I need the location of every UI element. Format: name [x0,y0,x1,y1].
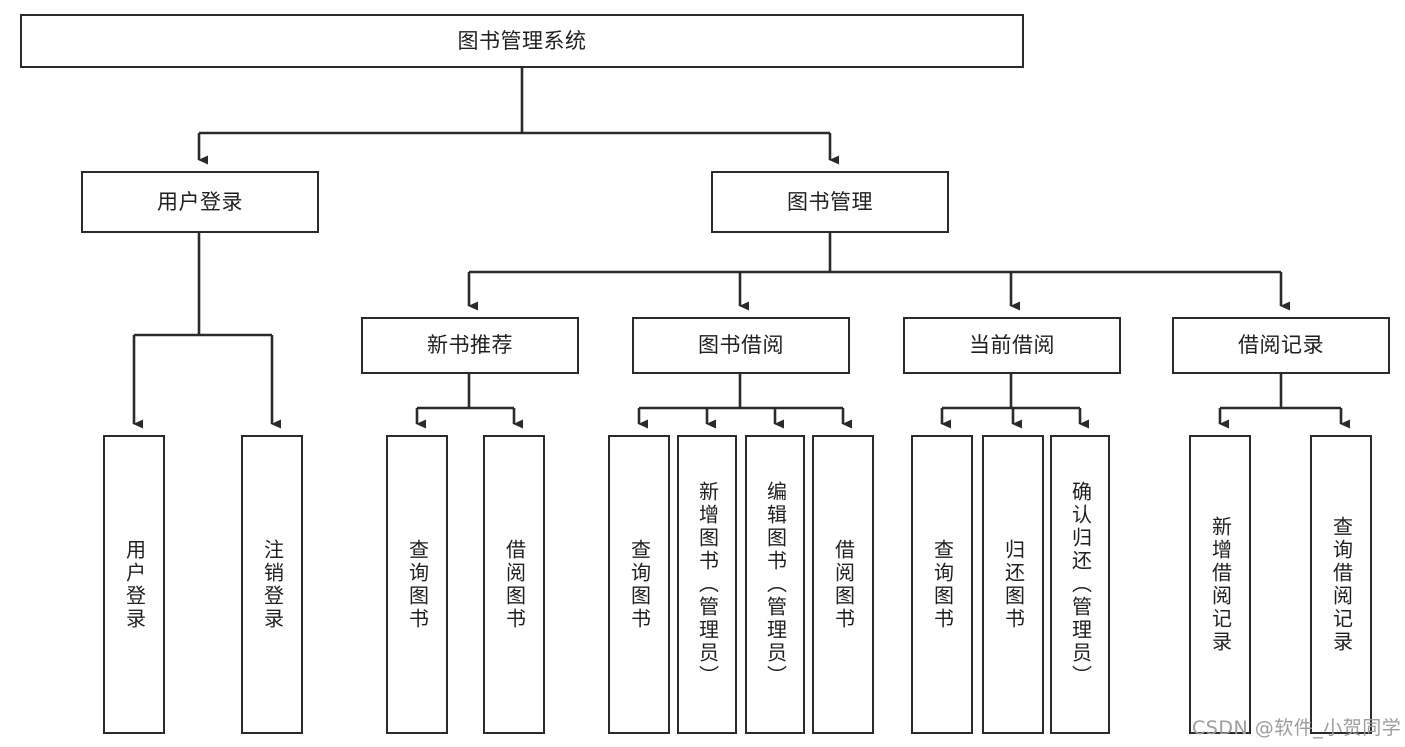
node-leaf-add-record[interactable]: 新增借阅记录 [1189,435,1251,734]
node-leaf-add-book[interactable]: 新增图书（管理员） [677,435,737,734]
node-leaf-borrow-book-2[interactable]: 借阅图书 [812,435,874,734]
node-leaf-confirm-return-label: 确认归还（管理员） [1068,481,1093,688]
node-root-label: 图书管理系统 [457,28,587,53]
node-leaf-borrow-book-2-label: 借阅图书 [831,538,856,631]
node-leaf-user-login-label: 用户登录 [122,538,147,631]
node-user-login[interactable]: 用户登录 [81,171,319,233]
node-leaf-confirm-return[interactable]: 确认归还（管理员） [1050,435,1110,734]
node-leaf-borrow-book-1[interactable]: 借阅图书 [483,435,545,734]
node-leaf-return-book[interactable]: 归还图书 [982,435,1044,734]
node-book-manage[interactable]: 图书管理 [711,171,949,233]
node-leaf-user-login[interactable]: 用户登录 [103,435,165,734]
node-leaf-add-record-label: 新增借阅记录 [1208,515,1233,654]
node-leaf-query-record-label: 查询借阅记录 [1329,515,1354,654]
node-borrow-record-label: 借阅记录 [1238,333,1324,358]
csdn-watermark: CSDN @软件_小贺同学 [1192,717,1402,739]
node-leaf-user-logout[interactable]: 注销登录 [241,435,303,734]
node-book-borrow-label: 图书借阅 [698,333,784,358]
node-leaf-edit-book[interactable]: 编辑图书（管理员） [745,435,805,734]
node-leaf-query-book-2-label: 查询图书 [627,538,652,631]
node-leaf-return-book-label: 归还图书 [1001,538,1026,631]
node-user-login-label: 用户登录 [157,189,243,214]
node-borrow-record[interactable]: 借阅记录 [1172,317,1390,374]
node-leaf-user-logout-label: 注销登录 [260,538,285,631]
node-leaf-query-record[interactable]: 查询借阅记录 [1310,435,1372,734]
node-leaf-query-book-3[interactable]: 查询图书 [911,435,973,734]
node-leaf-edit-book-label: 编辑图书（管理员） [763,481,788,688]
node-leaf-add-book-label: 新增图书（管理员） [695,481,720,688]
node-book-borrow[interactable]: 图书借阅 [632,317,850,374]
node-book-manage-label: 图书管理 [787,189,873,214]
node-leaf-query-book-1[interactable]: 查询图书 [386,435,448,734]
node-new-book-recommend[interactable]: 新书推荐 [361,317,579,374]
node-new-book-recommend-label: 新书推荐 [427,333,513,358]
node-leaf-query-book-3-label: 查询图书 [930,538,955,631]
node-leaf-query-book-2[interactable]: 查询图书 [608,435,670,734]
node-current-borrow-label: 当前借阅 [969,333,1055,358]
node-leaf-borrow-book-1-label: 借阅图书 [502,538,527,631]
node-root[interactable]: 图书管理系统 [20,14,1024,68]
node-leaf-query-book-1-label: 查询图书 [405,538,430,631]
node-current-borrow[interactable]: 当前借阅 [903,317,1121,374]
